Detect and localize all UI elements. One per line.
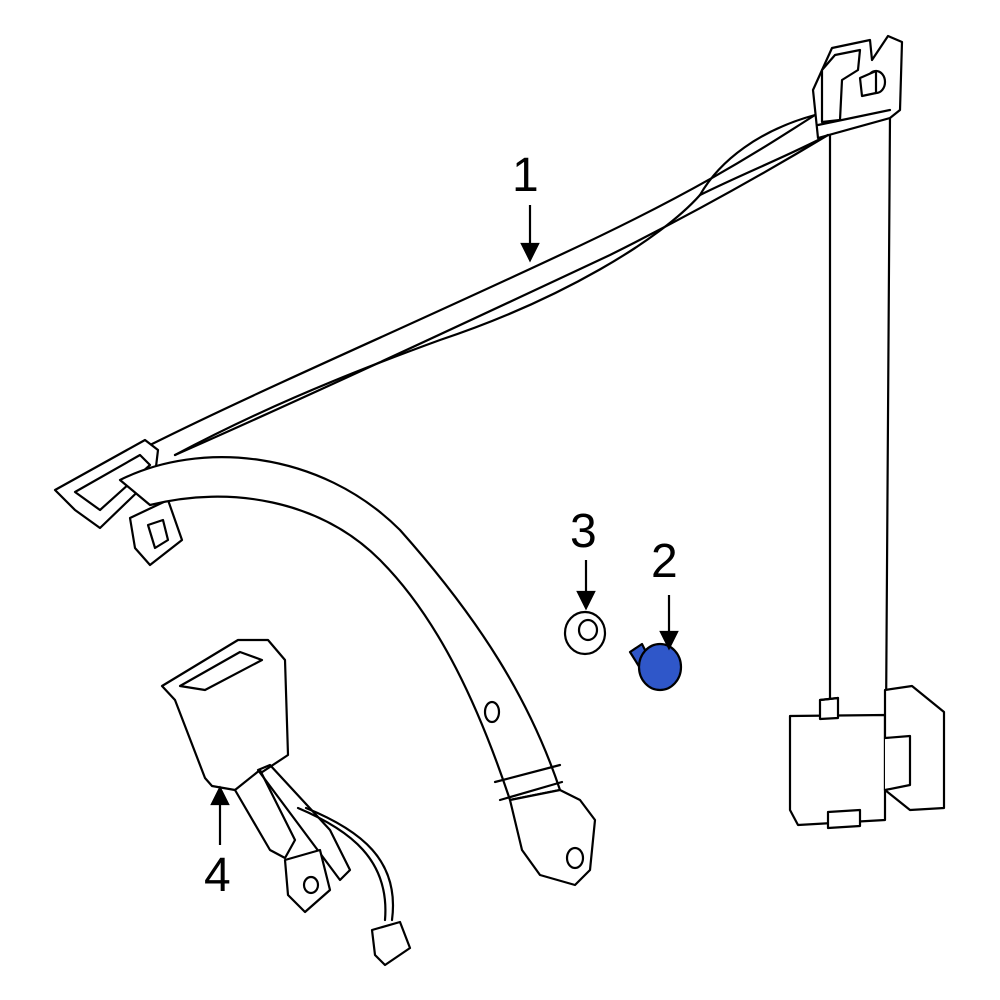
arrowhead-2 — [659, 630, 679, 651]
arrowhead-1 — [520, 242, 540, 263]
arrowhead-4 — [210, 785, 230, 806]
shoulder-belt-webbing — [148, 113, 830, 457]
retractor-housing — [788, 684, 946, 830]
callout-1: 1 — [512, 149, 539, 202]
callout-2: 2 — [651, 535, 678, 588]
belt-retractor-rail — [811, 34, 904, 722]
callout-3: 3 — [570, 505, 597, 558]
lap-belt-webbing — [118, 456, 597, 887]
washer — [563, 610, 607, 656]
buckle-assembly — [160, 638, 412, 967]
arrowhead-3 — [576, 590, 596, 611]
callout-4: 4 — [204, 849, 231, 902]
bolt-highlighted — [628, 642, 683, 692]
